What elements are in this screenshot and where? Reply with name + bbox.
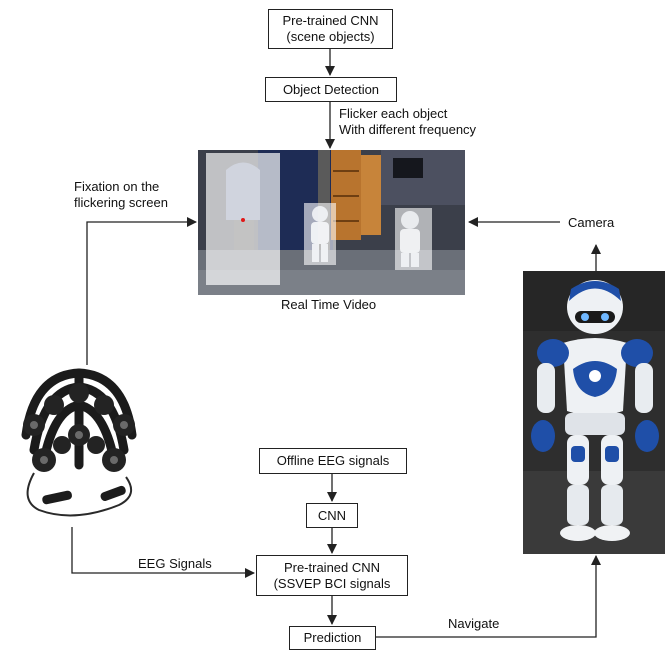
- pretrained-cnn-scene-box: Pre-trained CNN (scene objects): [268, 9, 393, 49]
- prediction-box: Prediction: [289, 626, 376, 650]
- flicker-label: Flicker each object With different frequ…: [339, 106, 476, 138]
- fixation-line1: Fixation on the: [74, 179, 160, 194]
- real-time-video-label: Real Time Video: [281, 297, 377, 312]
- fixation-label: Fixation on the flickering screen: [74, 179, 168, 211]
- pretrained-cnn-scene-line1: Pre-trained CNN: [282, 13, 379, 28]
- pretrained-cnn-ssvep-line2: (SSVEP BCI signals: [273, 575, 391, 591]
- cnn-box: CNN: [306, 503, 358, 528]
- cnn-label: CNN: [317, 507, 347, 523]
- flicker-line2: With different frequency: [339, 122, 477, 137]
- fixation-line2: flickering screen: [74, 195, 168, 210]
- prediction-label: Prediction: [303, 630, 362, 645]
- object-detection-label: Object Detection: [282, 81, 380, 97]
- robot-svg: [523, 271, 665, 554]
- flicker-line1: Flicker each object: [339, 106, 448, 121]
- eeg-signals-label: EEG Signals: [138, 556, 212, 571]
- arrow-eeg-signals: [71, 527, 255, 578]
- arrow-fixation-to-video: [86, 217, 197, 365]
- real-time-video-image: [198, 150, 465, 295]
- offline-eeg-label: Offline EEG signals: [276, 453, 390, 468]
- object-detection-box: Object Detection: [265, 77, 397, 102]
- pretrained-cnn-ssvep-box: Pre-trained CNN (SSVEP BCI signals: [256, 555, 408, 596]
- camera-label: Camera: [568, 215, 615, 230]
- pretrained-cnn-ssvep-line1: Pre-trained CNN: [283, 559, 381, 575]
- eeg-headset-image: [14, 365, 144, 527]
- offline-eeg-box: Offline EEG signals: [259, 448, 407, 474]
- headset-svg: [14, 365, 144, 527]
- arrow-navigate: [376, 555, 601, 638]
- navigate-label: Navigate: [448, 616, 500, 631]
- video-scene-svg: [198, 150, 465, 295]
- robot-image: [523, 271, 665, 554]
- pretrained-cnn-scene-line2: (scene objects): [286, 29, 375, 44]
